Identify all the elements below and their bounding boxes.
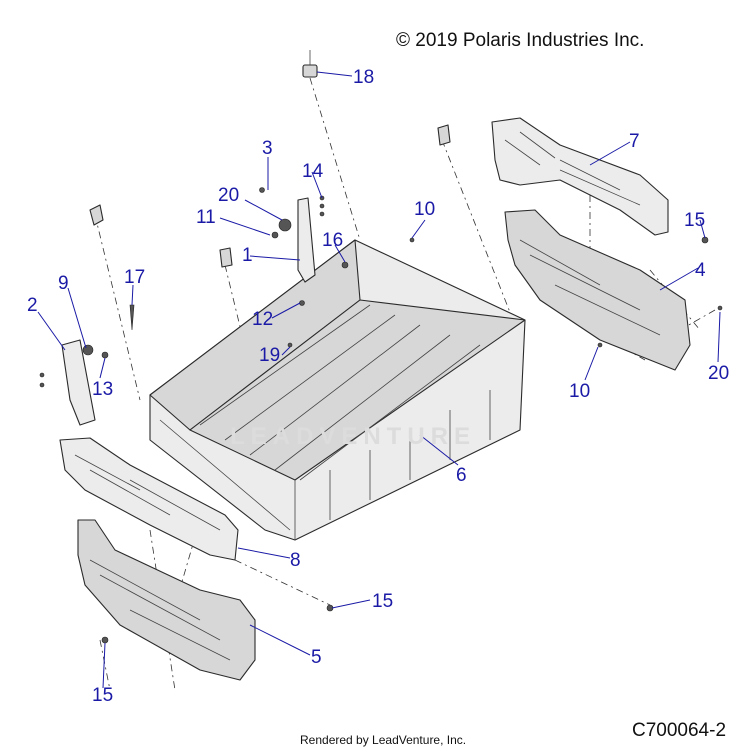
callout-15-middle[interactable]: 15 — [372, 591, 394, 612]
hardware-fasteners — [89, 124, 723, 644]
part-18-latch — [302, 50, 318, 78]
part-8-front-upper-rail — [59, 437, 239, 561]
callout-1[interactable]: 1 — [242, 245, 253, 266]
rendered-by-text: Rendered by LeadVenture, Inc. — [300, 733, 467, 747]
callout-20-upper[interactable]: 20 — [218, 185, 240, 206]
callout-10-lower[interactable]: 10 — [569, 381, 591, 402]
callout-2[interactable]: 2 — [27, 295, 38, 316]
part-2-left-bracket — [39, 304, 135, 426]
callout-19[interactable]: 19 — [259, 345, 281, 366]
callout-12[interactable]: 12 — [252, 309, 274, 330]
callout-5[interactable]: 5 — [311, 647, 322, 668]
callout-7[interactable]: 7 — [629, 131, 640, 152]
part-4-rear-lower-panel — [504, 209, 691, 371]
callout-8[interactable]: 8 — [290, 550, 301, 571]
callout-14[interactable]: 14 — [302, 161, 324, 182]
callout-leaders — [37, 71, 721, 689]
part-1-bracket — [259, 187, 325, 306]
callout-20-lower[interactable]: 20 — [708, 363, 730, 384]
callout-10-upper[interactable]: 10 — [414, 199, 436, 220]
callout-18[interactable]: 18 — [353, 67, 375, 88]
part-6-cargo-box — [149, 239, 526, 541]
part-5-front-lower-rail — [77, 519, 256, 681]
copyright-text: © 2019 Polaris Industries Inc. — [396, 30, 645, 51]
callout-11[interactable]: 11 — [196, 207, 216, 228]
callout-3[interactable]: 3 — [262, 138, 273, 159]
callout-16[interactable]: 16 — [322, 230, 344, 251]
callout-17[interactable]: 17 — [124, 267, 146, 288]
diagram-code: C700064-2 — [632, 720, 727, 741]
callout-13[interactable]: 13 — [92, 379, 114, 400]
callout-15-upper[interactable]: 15 — [684, 210, 706, 231]
callout-9[interactable]: 9 — [58, 273, 69, 294]
callout-6[interactable]: 6 — [456, 465, 467, 486]
watermark-text: LEADVENTURE — [230, 423, 477, 450]
callout-15-lower[interactable]: 15 — [92, 685, 114, 706]
part-7-rear-upper-panel — [491, 117, 669, 236]
callout-4[interactable]: 4 — [695, 260, 706, 281]
